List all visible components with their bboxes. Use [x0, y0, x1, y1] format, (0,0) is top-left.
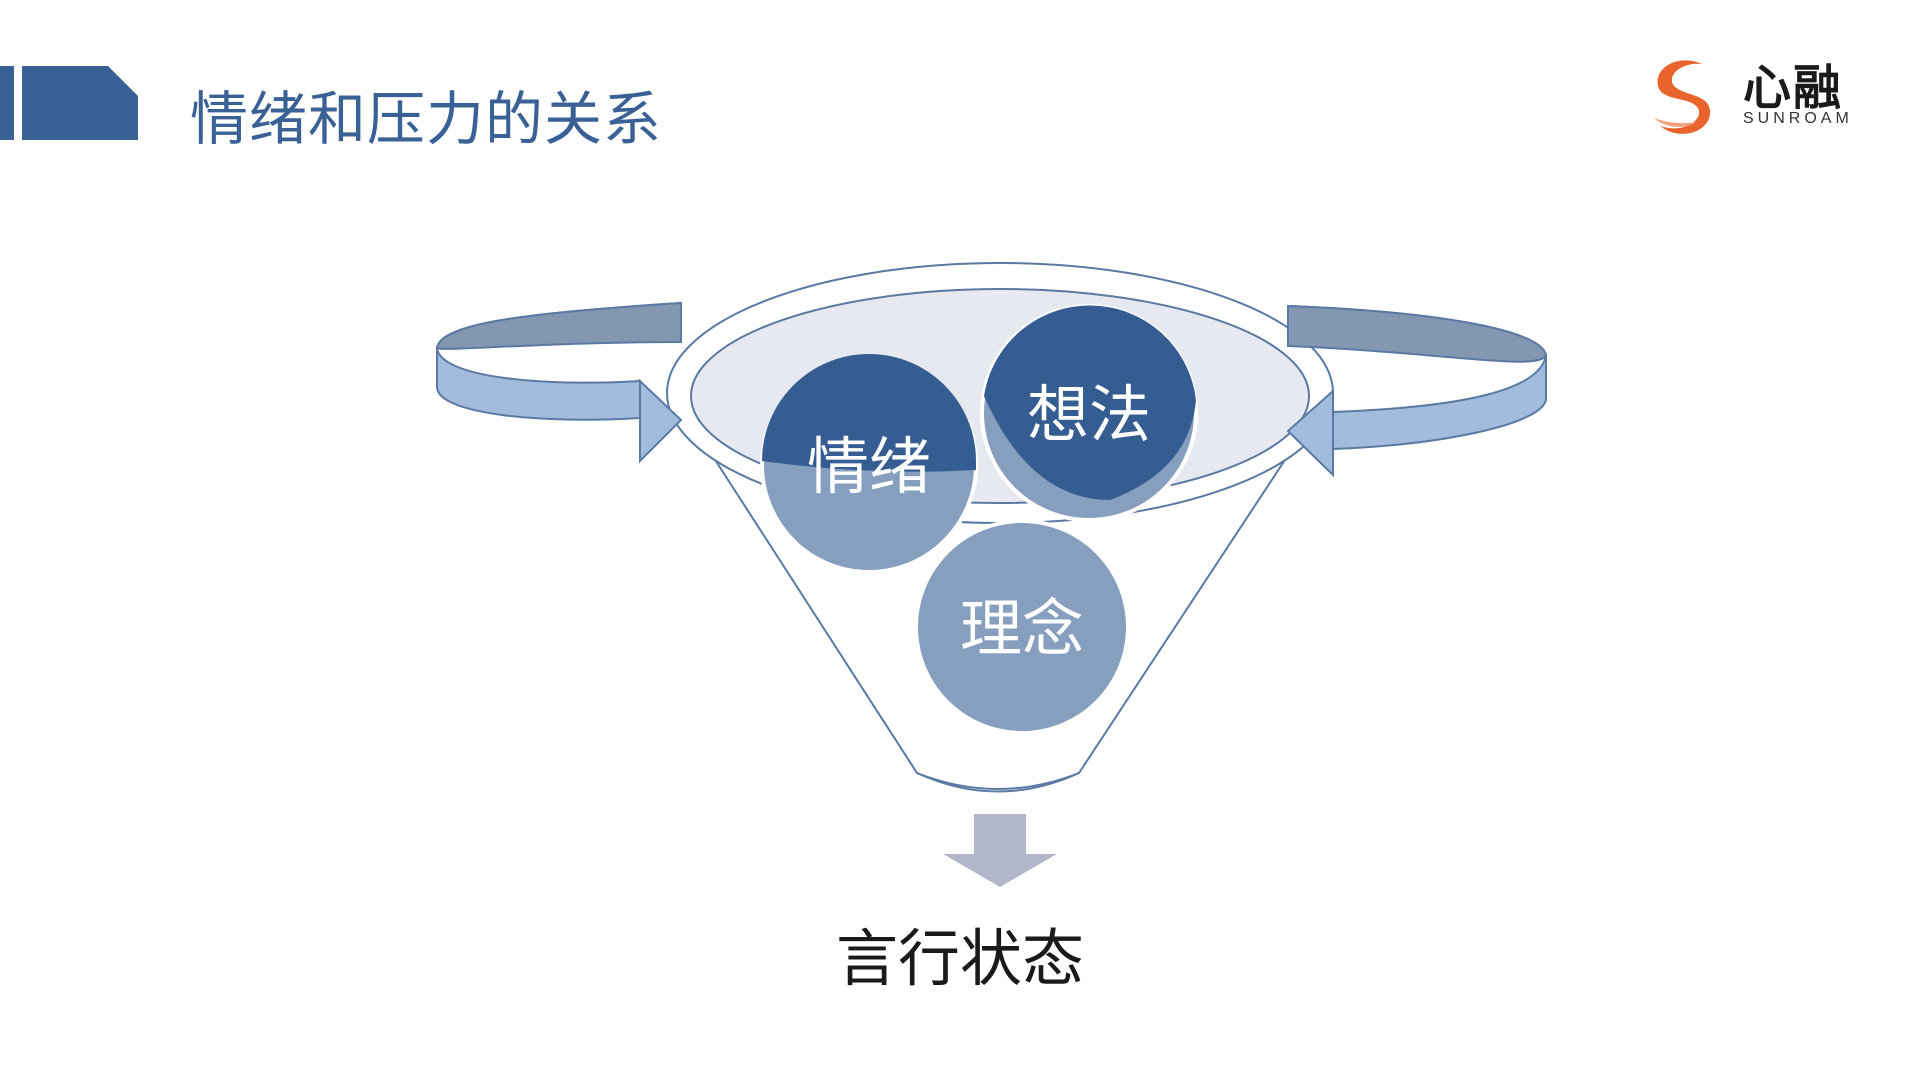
- output-down-arrow: [943, 814, 1057, 887]
- brand-logo: 心融 SUNROAM: [1640, 52, 1870, 142]
- circle-emotion: 情绪: [760, 354, 978, 574]
- logo-swirl-icon: [1654, 60, 1711, 134]
- slide-title: 情绪和压力的关系: [190, 85, 663, 153]
- circle-belief-label: 理念: [960, 592, 1084, 665]
- logo-chinese-name: 心融: [1743, 60, 1844, 116]
- circle-thought-label: 想法: [1027, 378, 1151, 451]
- cycle-arrow-left: [435, 301, 683, 464]
- circle-belief: 理念: [914, 519, 1130, 735]
- output-label: 言行状态: [835, 922, 1084, 995]
- cycle-arrow-right: [1286, 304, 1548, 478]
- circle-thought: 想法: [980, 304, 1198, 522]
- logo-english-name: SUNROAM: [1743, 110, 1853, 127]
- header-accent-bar: [0, 66, 138, 140]
- circle-emotion-label: 情绪: [807, 430, 931, 503]
